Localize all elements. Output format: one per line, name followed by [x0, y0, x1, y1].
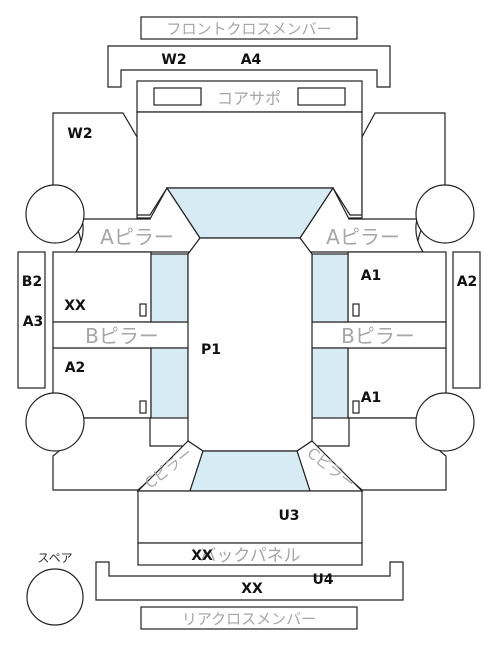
left-side-sill-grade-b2: B2 [22, 274, 42, 290]
left-front-side-window [150, 253, 189, 323]
front-cross-member-label: フロントクロスメンバー [166, 20, 331, 38]
front-left-door-handle [139, 303, 147, 317]
rear-left-door-handle [139, 400, 147, 414]
left-side-sill [17, 251, 46, 389]
rear-cross-member [140, 606, 358, 630]
b-pillar-right [309, 321, 447, 349]
front-right-door-grade: A1 [361, 268, 382, 284]
left-side-sill-grade-a3: A3 [23, 314, 44, 330]
front-cross-member [140, 16, 358, 40]
rear-floor [95, 561, 404, 601]
front-member-grade-w2: W2 [161, 52, 186, 68]
front-left-door-grade: XX [64, 298, 86, 314]
a-pillar-right-label: Aピラー [326, 225, 400, 249]
roof-grade: P1 [201, 342, 221, 358]
spare-tire-label: スペア [37, 551, 72, 565]
rear-floor-grade-u4: U4 [312, 572, 333, 588]
b-pillar-right-label: Bピラー [341, 324, 415, 348]
trunk-grade: U3 [278, 508, 299, 524]
core-support-label: コアサポ [217, 89, 281, 108]
a-pillar-left-label: Aピラー [100, 225, 174, 249]
b-pillar-left-label: Bピラー [85, 324, 159, 348]
rear-left-door-grade: A2 [65, 360, 86, 376]
front-member [107, 45, 391, 88]
front-right-door-handle [352, 303, 360, 317]
front-left-door [52, 251, 152, 323]
spare-tire [26, 568, 84, 626]
back-panel-label: バックパネル [199, 546, 300, 566]
front-left-wheel [25, 184, 85, 244]
rear-right-door-handle [352, 400, 360, 414]
right-side-sill-grade: A2 [457, 274, 478, 290]
left-rear-side-window [150, 347, 189, 419]
trunk [137, 490, 363, 544]
back-panel-grade: XX [191, 548, 213, 564]
rear-left-wheel [25, 392, 85, 452]
right-rear-side-window [311, 347, 349, 419]
right-front-side-window [311, 253, 349, 323]
core-support-right-light [297, 87, 346, 106]
front-right-door [347, 251, 447, 323]
rear-floor-grade-xx: XX [241, 581, 263, 597]
rear-right-wheel [415, 392, 475, 452]
front-right-wheel [415, 184, 475, 244]
rear-cross-member-label: リアクロスメンバー [182, 610, 316, 628]
front-left-fender-grade: W2 [67, 126, 92, 142]
right-side-sill [452, 251, 481, 389]
front-member-grade-a4: A4 [241, 52, 262, 68]
core-support-left-light [153, 87, 202, 106]
rear-window [189, 450, 311, 492]
rear-right-door-grade: A1 [361, 390, 382, 406]
back-panel [137, 542, 363, 566]
